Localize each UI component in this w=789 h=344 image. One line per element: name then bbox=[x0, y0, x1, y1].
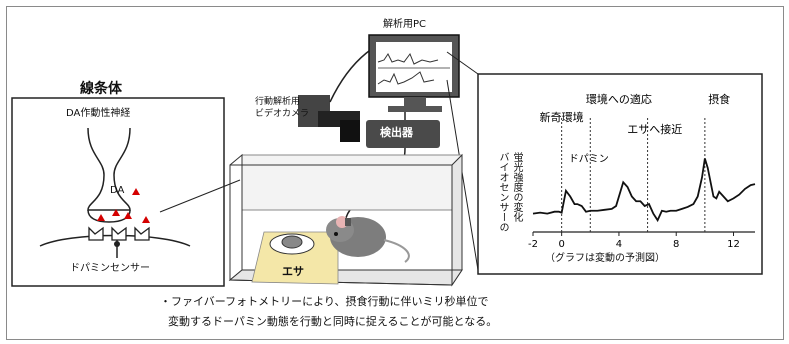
x-tick-label-4: 12 bbox=[727, 239, 740, 250]
ylabel-line1: バイオセンサーの bbox=[497, 152, 508, 232]
detector-box bbox=[366, 120, 440, 148]
x-tick-label-2: 4 bbox=[616, 239, 622, 250]
ylabel-line2: 蛍光強度の変化 bbox=[511, 152, 522, 222]
mouse bbox=[326, 216, 410, 263]
neuron-terminal bbox=[87, 127, 131, 211]
x-tick-label-3: 8 bbox=[673, 239, 679, 250]
arena-cage bbox=[228, 153, 463, 287]
video-camera bbox=[298, 95, 360, 142]
annotation-0: 環境への適応 bbox=[586, 92, 652, 106]
annotation-4: ドパミン bbox=[569, 153, 609, 165]
food-label: エサ bbox=[282, 265, 304, 278]
da-label: DA bbox=[110, 185, 125, 196]
camera-label-2: ビデオカメラ bbox=[255, 109, 310, 119]
chart-box bbox=[477, 73, 763, 275]
chart-caption: （グラフは変動の予測図） bbox=[545, 253, 665, 264]
dopamine-molecules bbox=[97, 188, 150, 223]
annotation-2: エサへ接近 bbox=[627, 123, 682, 136]
camera-label-1: 行動解析用 bbox=[255, 97, 301, 107]
x-tick-label-0: -2 bbox=[528, 239, 538, 250]
monitor bbox=[368, 34, 460, 112]
bottom-caption-1: ・ファイバーフォトメトリーにより、摂食行動に伴いミリ秒単位で bbox=[160, 295, 489, 308]
striatum-title: 線条体 bbox=[80, 81, 122, 97]
annotation-1: 新奇環境 bbox=[540, 110, 584, 124]
bottom-caption-2: 変動するドーパミン動態を行動と同時に捉えることが可能となる。 bbox=[168, 315, 498, 328]
series-line-0 bbox=[532, 158, 756, 223]
annotation-3: 摂食 bbox=[708, 92, 730, 106]
pointer-line bbox=[159, 179, 241, 213]
dish-food bbox=[281, 235, 303, 249]
neuron-label: DA作動性神経 bbox=[66, 108, 131, 119]
x-tick-label-1: 0 bbox=[558, 239, 564, 250]
receptors bbox=[88, 226, 150, 241]
detector-label: 検出器 bbox=[380, 126, 413, 139]
sensor-label: ドパミンセンサー bbox=[70, 263, 150, 274]
pc-label: 解析用PC bbox=[383, 19, 427, 30]
